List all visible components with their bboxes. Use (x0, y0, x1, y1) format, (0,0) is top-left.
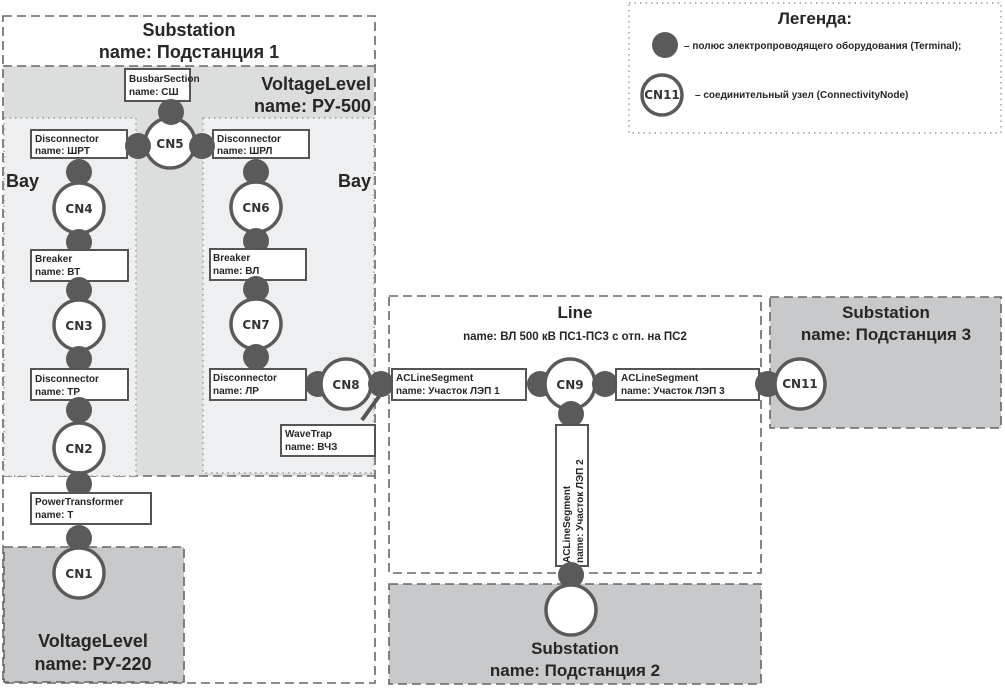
terminal-icon (243, 276, 269, 302)
equipment-seg2-type: ACLineSegment (562, 485, 573, 563)
terminal-icon (66, 525, 92, 551)
bay-right-border (202, 117, 375, 474)
equipment-brk-vl-name: name: ВЛ (213, 266, 259, 277)
equipment-acline-segment-1 (391, 368, 527, 401)
terminal-icon (66, 346, 92, 372)
legend-terminal-text: – полюс электропроводящего оборудования … (684, 40, 961, 52)
equipment-disc-tr-type: Disconnector (35, 374, 99, 385)
bay-right-title: Bay (338, 171, 371, 191)
substation-3-title: Substation (842, 303, 930, 322)
node-cn11 (773, 357, 827, 411)
equipment-seg2-name: name: Участок ЛЭП 2 (575, 459, 586, 563)
terminal-icon (368, 371, 394, 397)
voltage-level-220-name: name: РУ-220 (34, 654, 151, 674)
terminal-icon (243, 159, 269, 185)
substation-3-border (769, 296, 1002, 429)
equipment-disc-lr-name: name: ЛР (213, 386, 259, 397)
voltage-level-220-title: VoltageLevel (38, 631, 148, 651)
equipment-acline-segment-2 (555, 424, 589, 567)
node-cn8-label: CN8 (332, 378, 359, 392)
node-cn2-label: CN2 (65, 442, 92, 456)
node-cn9-label: CN9 (556, 378, 583, 392)
equipment-disc-shrt-type: Disconnector (35, 134, 99, 145)
wavetrap-connector (360, 393, 382, 422)
terminal-icon (66, 229, 92, 255)
node-cn7-label: CN7 (242, 318, 269, 332)
substation-1-container (2, 15, 376, 684)
equipment-disc-shrl-name: name: ШРЛ (217, 146, 272, 157)
equipment-power-transformer (30, 492, 152, 525)
equipment-seg3-name: name: Участок ЛЭП 3 (621, 386, 725, 397)
equipment-busbar-type: BusbarSection (129, 74, 200, 85)
equipment-disc-shrl-type: Disconnector (217, 134, 281, 145)
line-name: name: ВЛ 500 кВ ПС1-ПС3 с отп. на ПС2 (463, 331, 687, 343)
equipment-seg3-type: ACLineSegment (621, 373, 699, 384)
legend-node-label: CN11 (644, 88, 680, 102)
equipment-wavetrap (280, 424, 376, 457)
equipment-wavetrap-type: WaveTrap (285, 429, 332, 440)
substation-2-title: Substation (531, 639, 619, 658)
line-title: Line (558, 303, 593, 322)
substation-3-name: name: Подстанция 3 (801, 325, 971, 344)
equipment-disc-tr-name: name: ТР (35, 387, 80, 398)
bay-right-area (203, 118, 374, 473)
node-cn5-label: CN5 (156, 137, 183, 151)
substation-1-name: name: Подстанция 1 (99, 42, 279, 62)
bay-left-title: Bay (6, 171, 39, 191)
legend-node-text: – соединительный узел (ConnectivityNode) (695, 90, 908, 101)
node-cn4-label: CN4 (65, 202, 92, 216)
equipment-transformer-name: name: Т (35, 510, 73, 521)
terminal-icon (592, 371, 618, 397)
voltage-level-220-border (3, 546, 185, 683)
terminal-icon (158, 99, 184, 125)
terminal-icon (66, 277, 92, 303)
equipment-brk-vt-type: Breaker (35, 254, 72, 265)
substation-2-name: name: Подстанция 2 (490, 661, 660, 680)
equipment-wavetrap-name: name: ВЧЗ (285, 442, 337, 453)
terminal-icon (558, 401, 584, 427)
terminal-icon (66, 159, 92, 185)
equipment-seg1-name: name: Участок ЛЭП 1 (396, 386, 500, 397)
terminal-icon (125, 133, 151, 159)
node-cn10 (544, 583, 598, 637)
node-cn11-label: CN11 (782, 377, 818, 391)
equipment-disc-lr-type: Disconnector (213, 373, 277, 384)
equipment-busbar-cш (124, 68, 191, 102)
equipment-acline-segment-3 (615, 368, 760, 401)
node-cn6-label: CN6 (242, 201, 269, 215)
legend-terminal-icon (652, 32, 678, 58)
substation-1-title: Substation (143, 20, 236, 40)
equipment-disc-shrt-name: name: ШРТ (35, 146, 90, 157)
legend-node-icon (640, 73, 684, 117)
equipment-seg1-type: ACLineSegment (396, 373, 474, 384)
legend-title: Легенда: (778, 9, 852, 28)
terminal-icon (189, 133, 215, 159)
node-cn1-label: CN1 (65, 567, 92, 581)
equipment-busbar-name: name: СШ (129, 87, 179, 98)
equipment-breaker-vt (30, 249, 129, 282)
equipment-brk-vl-type: Breaker (213, 253, 250, 264)
voltage-level-500-name: name: РУ-500 (254, 96, 371, 116)
terminal-icon (558, 562, 584, 588)
node-cn1 (52, 546, 106, 600)
terminal-icon (243, 228, 269, 254)
terminal-icon (66, 397, 92, 423)
terminal-icon (243, 344, 269, 370)
legend-box (628, 2, 1002, 134)
terminal-icon (66, 471, 92, 497)
equipment-transformer-type: PowerTransformer (35, 497, 123, 508)
node-cn3-label: CN3 (65, 319, 92, 333)
voltage-level-500-title: VoltageLevel (261, 74, 371, 94)
equipment-brk-vt-name: name: ВТ (35, 267, 80, 278)
